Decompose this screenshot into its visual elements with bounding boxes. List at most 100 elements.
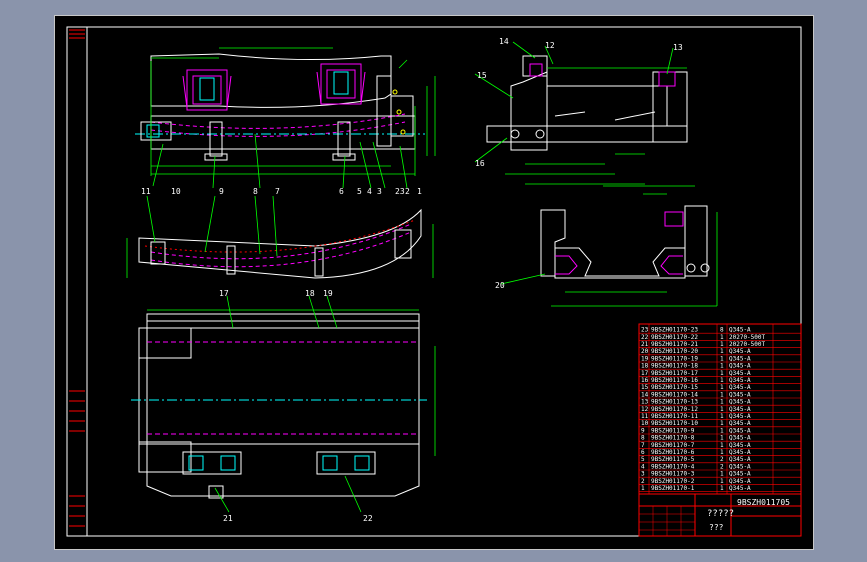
bom-row-no: 1 bbox=[641, 485, 645, 492]
bom-row-material: Q345-A bbox=[729, 478, 751, 485]
bom-row-no: 4 bbox=[641, 463, 645, 470]
bom-row-material: 20270-500T bbox=[729, 341, 766, 348]
balloon-4: 4 bbox=[367, 187, 372, 196]
bom-row-material: Q345-A bbox=[729, 463, 751, 470]
bom-row-material: Q345-A bbox=[729, 355, 751, 362]
bom-row-no: 13 bbox=[641, 399, 649, 406]
bom-row-qty: 1 bbox=[720, 363, 724, 370]
bom-row-no: 18 bbox=[641, 363, 649, 370]
bom-row-qty: 1 bbox=[720, 478, 724, 485]
balloon-22: 22 bbox=[363, 514, 373, 523]
bom-row-material: Q345-A bbox=[729, 377, 751, 384]
bom-row-code: 9BSZH01170-19 bbox=[651, 355, 698, 362]
bom-row-no: 8 bbox=[641, 435, 645, 442]
cad-drawing-viewport[interactable]: 11 9 8 7 10 6 5 4 3 23 2 1 14 12 13 15 1… bbox=[54, 15, 814, 550]
bom-row-material: Q345-A bbox=[729, 427, 751, 434]
bom-row-code: 9BSZH01170-8 bbox=[651, 435, 695, 442]
bom-row-qty: 1 bbox=[720, 399, 724, 406]
bom-row-material: Q345-A bbox=[729, 370, 751, 377]
drawing-canvas[interactable]: 11 9 8 7 10 6 5 4 3 23 2 1 14 12 13 15 1… bbox=[55, 16, 813, 549]
bom-row-code: 9BSZH01170-22 bbox=[651, 334, 698, 341]
bom-row-qty: 1 bbox=[720, 471, 724, 478]
bom-row-no: 10 bbox=[641, 420, 649, 427]
bom-row-code: 9BSZH01170-10 bbox=[651, 420, 698, 427]
bom-row-code: 9BSZH01170-15 bbox=[651, 384, 698, 391]
bom-row-qty: 1 bbox=[720, 413, 724, 420]
bom-row-qty: 1 bbox=[720, 348, 724, 355]
bom-row-code: 9BSZH01170-14 bbox=[651, 391, 698, 398]
bom-row-qty: 1 bbox=[720, 370, 724, 377]
bom-row-code: 9BSZH01170-23 bbox=[651, 327, 698, 334]
bom-row-no: 7 bbox=[641, 442, 645, 449]
bom-row-code: 9BSZH01170-16 bbox=[651, 377, 698, 384]
bom-row-material: Q345-A bbox=[729, 413, 751, 420]
bom-row-code: 9BSZH01170-1 bbox=[651, 485, 695, 492]
bom-row-material: Q345-A bbox=[729, 327, 751, 334]
bom-row-qty: 1 bbox=[720, 449, 724, 456]
bom-row-no: 2 bbox=[641, 478, 645, 485]
bom-row-qty: 1 bbox=[720, 391, 724, 398]
bom-row-qty: 1 bbox=[720, 384, 724, 391]
bom-row-qty: 1 bbox=[720, 485, 724, 492]
balloon-2: 2 bbox=[405, 187, 410, 196]
bom-row-no: 5 bbox=[641, 456, 645, 463]
bom-row-code: 9BSZH01170-12 bbox=[651, 406, 698, 413]
bom-row-qty: 2 bbox=[720, 463, 724, 470]
bom-row-material: Q345-A bbox=[729, 420, 751, 427]
bom-row-code: 9BSZH01170-2 bbox=[651, 478, 695, 485]
bom-row-code: 9BSZH01170-13 bbox=[651, 399, 698, 406]
leader-lines bbox=[146, 41, 674, 513]
bom-row-qty: 1 bbox=[720, 420, 724, 427]
bom-row-no: 21 bbox=[641, 341, 649, 348]
bom-row-code: 9BSZH01170-6 bbox=[651, 449, 695, 456]
left-margin-marks bbox=[69, 29, 85, 527]
bom-row-qty: 1 bbox=[720, 406, 724, 413]
section-view bbox=[540, 185, 718, 307]
balloon-9: 9 bbox=[219, 187, 224, 196]
bom-row-material: Q345-A bbox=[729, 384, 751, 391]
bom-row-qty: 1 bbox=[720, 355, 724, 362]
bom-row-code: 9BSZH01170-9 bbox=[651, 427, 695, 434]
front-view bbox=[135, 47, 436, 176]
bom-row-material: Q345-A bbox=[729, 442, 751, 449]
bom-row-material: Q345-A bbox=[729, 485, 751, 492]
bom-row-no: 14 bbox=[641, 391, 649, 398]
title-block-name: ????? bbox=[707, 509, 734, 519]
bom-row-no: 11 bbox=[641, 413, 649, 420]
bom-row-no: 23 bbox=[641, 327, 649, 334]
balloon-10: 10 bbox=[171, 187, 181, 196]
bom-row-code: 9BSZH01170-17 bbox=[651, 370, 698, 377]
title-block-drawing-no: 9BSZH011705 bbox=[737, 498, 790, 507]
balloon-23: 23 bbox=[395, 187, 405, 196]
bom-row-no: 3 bbox=[641, 471, 645, 478]
bom-row-material: 20270-500T bbox=[729, 334, 766, 341]
bom-row-code: 9BSZH01170-7 bbox=[651, 442, 695, 449]
balloon-12: 12 bbox=[545, 41, 555, 50]
balloon-21: 21 bbox=[223, 514, 233, 523]
bom-row-no: 17 bbox=[641, 370, 649, 377]
part-balloons: 11 9 8 7 10 6 5 4 3 23 2 1 14 12 13 15 1… bbox=[141, 37, 683, 523]
balloon-7: 7 bbox=[275, 187, 280, 196]
bom-row-qty: 1 bbox=[720, 341, 724, 348]
bom-row-qty: 1 bbox=[720, 377, 724, 384]
balloon-5: 5 bbox=[357, 187, 362, 196]
balloon-17: 17 bbox=[219, 289, 229, 298]
bom-row-material: Q345-A bbox=[729, 471, 751, 478]
bom-row-material: Q345-A bbox=[729, 399, 751, 406]
balloon-6: 6 bbox=[339, 187, 344, 196]
bom-row-qty: 8 bbox=[720, 327, 724, 334]
bom-row-qty: 1 bbox=[720, 435, 724, 442]
title-block-sheet: ??? bbox=[709, 523, 724, 532]
bom-row-material: Q345-A bbox=[729, 449, 751, 456]
balloon-16: 16 bbox=[475, 159, 485, 168]
plan-view bbox=[131, 309, 436, 499]
balloon-19: 19 bbox=[323, 289, 333, 298]
balloon-8: 8 bbox=[253, 187, 258, 196]
bom-row-no: 6 bbox=[641, 449, 645, 456]
bom-row-no: 12 bbox=[641, 406, 649, 413]
bom-row-qty: 2 bbox=[720, 456, 724, 463]
title-block: ????? 9BSZH011705 ??? bbox=[638, 493, 802, 537]
bom-row-no: 15 bbox=[641, 384, 649, 391]
bom-row-qty: 1 bbox=[720, 334, 724, 341]
